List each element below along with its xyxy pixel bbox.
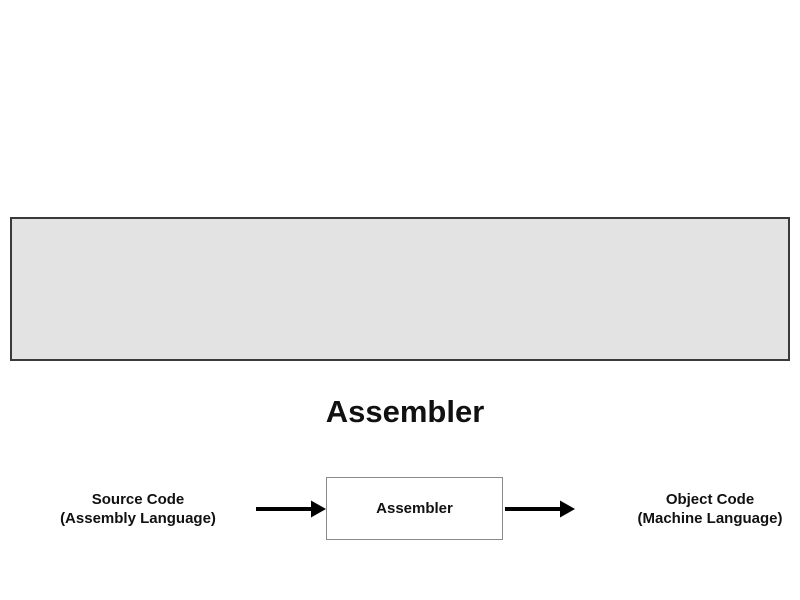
assembler-box: Assembler [326, 477, 503, 540]
page-title: Assembler [325, 394, 485, 429]
source-code-line1: Source Code [91, 491, 185, 508]
diagram-band: Source Code (Assembly Language) Assemble… [10, 217, 790, 540]
assembler-box-label: Assembler [376, 500, 453, 517]
source-code-label: Source Code (Assembly Language) [28, 490, 248, 528]
object-code-line1: Object Code [665, 491, 755, 508]
source-code-line2: (Assembly Language) [60, 510, 216, 527]
object-code-label: Object Code (Machine Language) [600, 490, 800, 528]
flow-arrow-left-icon [255, 497, 327, 521]
object-code-line2: (Machine Language) [637, 510, 783, 527]
flow-arrow-right-icon [504, 497, 576, 521]
